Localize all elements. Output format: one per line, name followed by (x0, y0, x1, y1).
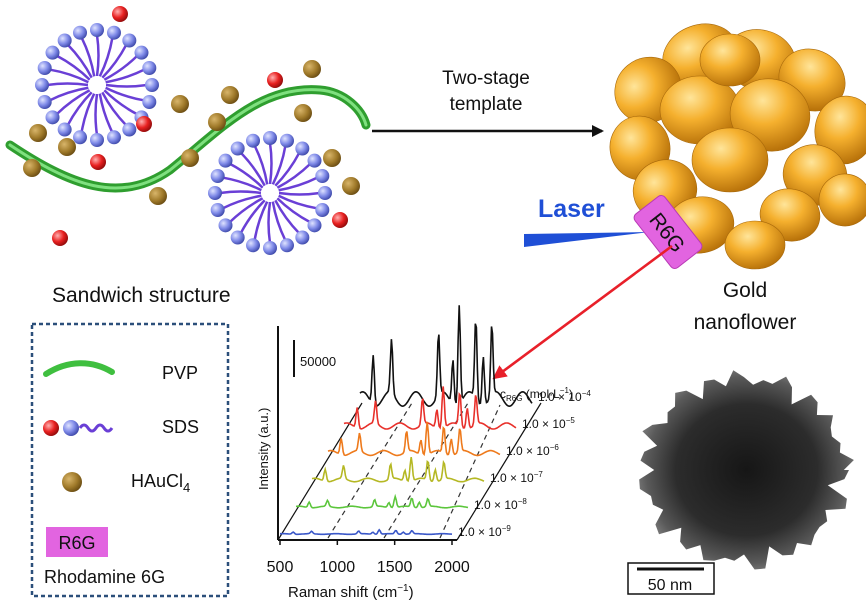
x-tick-label: 1500 (377, 559, 413, 576)
sers-spectra-plot: 50000 1.0 × 10−4 1.0 × 10−5 1.0 × 10−6 1.0 … (256, 305, 591, 601)
concentration-label: 1.0 × 10−6 (506, 443, 559, 458)
sds-counter-ion (332, 212, 348, 228)
intensity-scale-label: 50000 (300, 354, 336, 369)
tem-nanoparticle (639, 370, 854, 570)
svg-text:HAuCl4: HAuCl4 (131, 471, 190, 495)
tem-scale-label: 50 nm (648, 577, 692, 594)
x-tick-label: 500 (267, 559, 294, 576)
concentration-label: 1.0 × 10−4 (538, 389, 591, 404)
concentration-label: 1.0 × 10−9 (458, 524, 511, 539)
sds-micelle-bottom (208, 131, 332, 255)
legend-sds-item: SDS (43, 417, 199, 437)
haucl4-particle (171, 95, 189, 113)
gold-label-line2: nanoflower (694, 311, 797, 334)
haucl4-particle (29, 124, 47, 142)
gold-nanoflower-illustration (609, 23, 866, 270)
concentration-label: 1.0 × 10−5 (522, 416, 575, 431)
legend-r6g-item: R6G Rhodamine 6G (44, 527, 165, 587)
x-tick-label: 1000 (320, 559, 356, 576)
gold-petal (691, 127, 769, 193)
sds-counter-ion (52, 230, 68, 246)
gold-petal (818, 173, 866, 227)
legend-pvp-swatch (43, 360, 115, 377)
svg-text:R6G: R6G (58, 533, 95, 553)
spectrum-line (295, 493, 469, 509)
haucl4-particle (323, 149, 341, 167)
loose-spheres (23, 6, 360, 246)
haucl4-particle (23, 159, 41, 177)
svg-text:PVP: PVP (162, 363, 198, 383)
sds-micelles (35, 23, 332, 255)
x-tick-label: 2000 (434, 559, 470, 576)
sds-counter-ion (112, 6, 128, 22)
arrow-label-line1: Two-stage (442, 68, 530, 89)
spectra-y-label: Intensity (a.u.) (256, 408, 271, 490)
legend-haucl4-item: HAuCl4 (62, 471, 190, 495)
gold-petal (699, 33, 761, 87)
gold-petal (724, 220, 786, 270)
concentration-label: 1.0 × 10−8 (474, 497, 527, 512)
sandwich-structure-illustration (5, 6, 371, 255)
legend-pvp-item: PVP (43, 360, 198, 383)
spectra-x-label: Raman shift (cm−1) (288, 583, 414, 601)
haucl4-particle (58, 138, 76, 156)
gold-label-line1: Gold (723, 279, 767, 302)
legend-box: PVP SDS HAuCl4 R6G Rhodamine 6G (30, 322, 230, 598)
haucl4-particle (342, 177, 360, 195)
spectrum-line (311, 456, 485, 483)
haucl4-particle (208, 113, 226, 131)
svg-text:Rhodamine 6G: Rhodamine 6G (44, 567, 165, 587)
sds-counter-ion (136, 116, 152, 132)
concentration-label: 1.0 × 10−7 (490, 470, 543, 485)
red-arrow (492, 244, 673, 380)
sds-counter-ion (267, 72, 283, 88)
laser-beam (524, 232, 650, 247)
arrow-label-line2: template (450, 94, 523, 115)
spectrum-line (359, 305, 533, 408)
spectrum-line (327, 421, 501, 457)
svg-text:SDS: SDS (162, 417, 199, 437)
haucl4-particle (221, 86, 239, 104)
spectrum-line (343, 386, 517, 430)
spectrum-line (280, 528, 453, 536)
haucl4-particle (149, 187, 167, 205)
haucl4-particle (294, 104, 312, 122)
concentration-header: cR6G (mol·L−1) (500, 386, 573, 403)
sds-counter-ion (90, 154, 106, 170)
haucl4-particle (181, 149, 199, 167)
sds-micelle-top (35, 23, 159, 147)
sandwich-structure-label: Sandwich structure (52, 284, 231, 307)
haucl4-particle (303, 60, 321, 78)
tem-image: 50 nm (627, 370, 854, 595)
laser-label: Laser (538, 195, 605, 223)
